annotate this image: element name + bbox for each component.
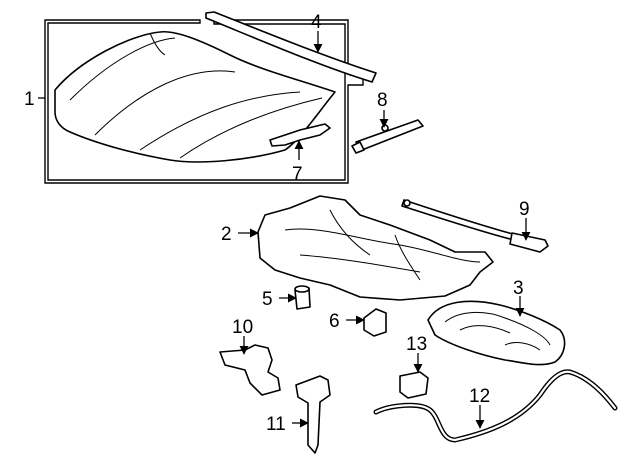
callout-labels: 1 2 3 4 5 6 7 8 9 10 11 12 13 (24, 12, 530, 435)
hood-panel-group (44, 19, 364, 184)
callout-2: 2 (221, 224, 232, 245)
hood-bumper (294, 285, 311, 310)
callout-12: 12 (469, 386, 490, 407)
callout-13: 13 (406, 334, 427, 355)
hood-panel (54, 30, 336, 163)
hood-clip (363, 308, 387, 337)
hood-release-handle (399, 371, 429, 399)
leader-lines (38, 31, 531, 429)
callout-5: 5 (262, 289, 273, 310)
callout-10: 10 (232, 317, 253, 338)
hood-seal-strip (205, 11, 377, 83)
hood-latch-support (295, 375, 331, 454)
hood-latch-bracket (219, 344, 281, 396)
hood-bracket (269, 123, 331, 147)
callout-11: 11 (266, 414, 286, 435)
callout-6: 6 (329, 311, 340, 332)
hood-prop-rod (351, 119, 424, 154)
hood-lift-support (401, 199, 549, 253)
callout-3: 3 (513, 278, 524, 299)
hood-insulator (257, 195, 494, 301)
callout-8: 8 (377, 90, 388, 111)
hood-inner-panel (427, 300, 566, 366)
callout-1: 1 (24, 89, 35, 110)
callout-7: 7 (292, 164, 303, 185)
callout-4: 4 (311, 12, 322, 33)
hood-frame (44, 19, 364, 184)
callout-9: 9 (519, 199, 530, 220)
